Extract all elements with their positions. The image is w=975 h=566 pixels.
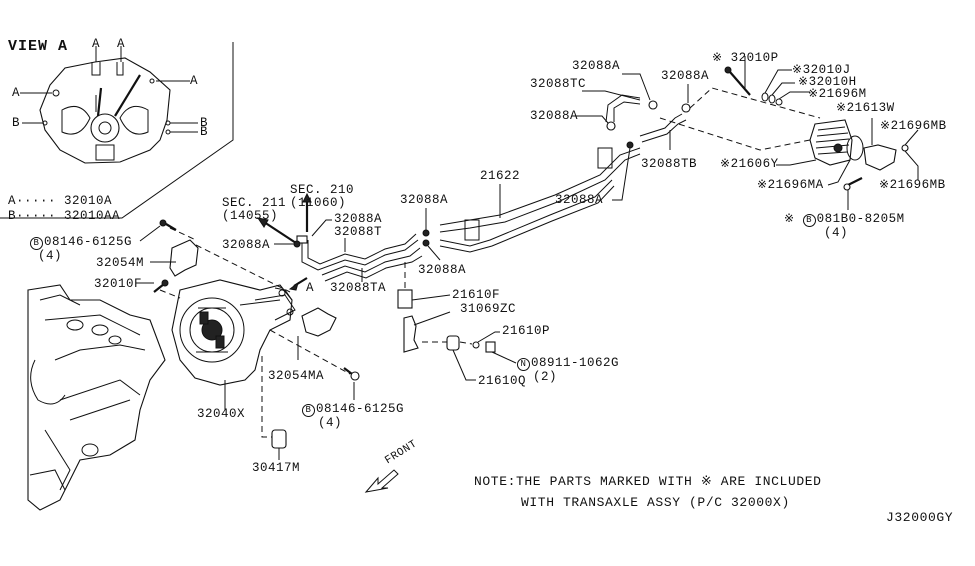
callout-32054m[interactable]: 32054M: [96, 256, 145, 270]
callout-clamp-32088a[interactable]: 32088A: [400, 193, 449, 207]
callout-grommet-21610p[interactable]: 21610P: [502, 324, 551, 338]
washer-32010h: [768, 94, 776, 104]
sec-210-label[interactable]: SEC. 210(11060): [290, 183, 355, 210]
hose-32088tb: [639, 113, 687, 143]
callout-transmission-32040x[interactable]: 32040X: [197, 407, 246, 421]
bracket-32054ma: [301, 307, 337, 337]
view-a-arrow-label: A: [306, 281, 315, 295]
nut-08911: [485, 341, 496, 353]
callout-oring-21696mb[interactable]: ※21696MB: [880, 119, 947, 133]
clip-31069zc: [403, 315, 419, 353]
bolt-08146-bottom: [343, 367, 360, 381]
note-line-1: NOTE:THE PARTS MARKED WITH ※ ARE INCLUDE…: [474, 474, 822, 489]
callout-hose-32088tc[interactable]: 32088TC: [530, 77, 587, 91]
callout-oring-21696mb[interactable]: ※21696MB: [879, 178, 946, 192]
view-a-legend-a: A····· 32010A: [8, 194, 113, 208]
view-a-legend-b: B····· 32010AA: [8, 209, 121, 223]
sec-211-label[interactable]: SEC. 211(14055): [222, 196, 287, 223]
view-a-marker: B: [200, 116, 209, 130]
callout-clamp-32088a[interactable]: 32088A: [418, 263, 467, 277]
callout-hose-32088t[interactable]: 32088T: [334, 225, 383, 239]
callout-bracket-32054ma[interactable]: 32054MA: [268, 369, 325, 383]
hose-32088t-32088ta: [296, 233, 423, 282]
hose-32088tc: [605, 94, 641, 123]
bolt-08146-top: [159, 219, 177, 231]
bracket-21613w: [863, 144, 897, 171]
bracket-21610f: [397, 289, 413, 309]
oring-21696m: [775, 98, 783, 106]
grommet-21610q: [446, 335, 460, 351]
oil-cooler-21606y: [809, 119, 853, 166]
callout-grommet-21610q[interactable]: 21610Q: [478, 374, 527, 388]
view-a-marker: A: [190, 74, 199, 88]
callout-washer-32010h[interactable]: ※32010H: [798, 75, 857, 89]
callout-clamp-32088a[interactable]: 32088A: [334, 212, 383, 226]
bolt-32010f: [153, 279, 169, 293]
callout-cover-30417m[interactable]: 30417M: [252, 461, 301, 475]
view-a-marker: A: [12, 86, 21, 100]
washer-32010j: [761, 92, 769, 102]
cover-30417m: [271, 429, 287, 449]
part-32010aa[interactable]: 32010AA: [64, 209, 121, 223]
callout-clamp-32088a[interactable]: 32088A: [661, 69, 710, 83]
view-a-title: VIEW A: [8, 38, 69, 55]
view-a-marker: B: [12, 116, 21, 130]
reference-code: J32000GY: [886, 510, 954, 525]
view-a-marker: A: [117, 37, 126, 51]
callout-32010f[interactable]: 32010F: [94, 277, 143, 291]
oring-21696mb: [901, 144, 909, 152]
callout-bracket-21613w[interactable]: ※21613W: [836, 101, 895, 115]
front-arrow-icon: [364, 469, 399, 493]
bracket-32054m: [169, 239, 199, 277]
note-line-2: WITH TRANSAXLE ASSY (P/C 32000X): [521, 495, 790, 510]
callout-tube-21622[interactable]: 21622: [480, 169, 521, 183]
transmission-32040x: [171, 279, 296, 386]
clamp: [293, 240, 301, 248]
bolt-32010p: [724, 66, 751, 96]
callout-cooler-21606y[interactable]: ※21606Y: [720, 157, 779, 171]
callout-washer-32010j[interactable]: ※32010J: [792, 63, 851, 77]
bell-housing-view-a: [20, 46, 198, 164]
view-a-marker: A: [92, 37, 101, 51]
grommet-21610p: [472, 341, 480, 349]
bolt-081b0: [847, 177, 863, 186]
callout-clip-31069zc[interactable]: 31069ZC: [460, 302, 517, 316]
callout-clamp-32088a[interactable]: 32088A: [222, 238, 271, 252]
callout-bolt-32010p[interactable]: ※ 32010P: [712, 51, 779, 65]
callout-clamp-32088a[interactable]: 32088A: [572, 59, 621, 73]
callout-hose-32088tb[interactable]: 32088TB: [641, 157, 698, 171]
callout-clamp-32088a[interactable]: 32088A: [555, 193, 604, 207]
callout-bracket-21610f[interactable]: 21610F: [452, 288, 501, 302]
callout-oring-21696m[interactable]: ※21696M: [808, 87, 867, 101]
engine-block: [27, 284, 166, 511]
view-a-panel-border: [0, 42, 234, 219]
part-32010a[interactable]: 32010A: [64, 194, 113, 208]
callout-oring-21696ma[interactable]: ※21696MA: [757, 178, 824, 192]
view-a-marker: B: [200, 125, 209, 139]
callout-hose-32088ta[interactable]: 32088TA: [330, 281, 387, 295]
callout-clamp-32088a[interactable]: 32088A: [530, 109, 579, 123]
oring-21696ma: [846, 135, 864, 161]
tube-21622: [439, 147, 641, 253]
